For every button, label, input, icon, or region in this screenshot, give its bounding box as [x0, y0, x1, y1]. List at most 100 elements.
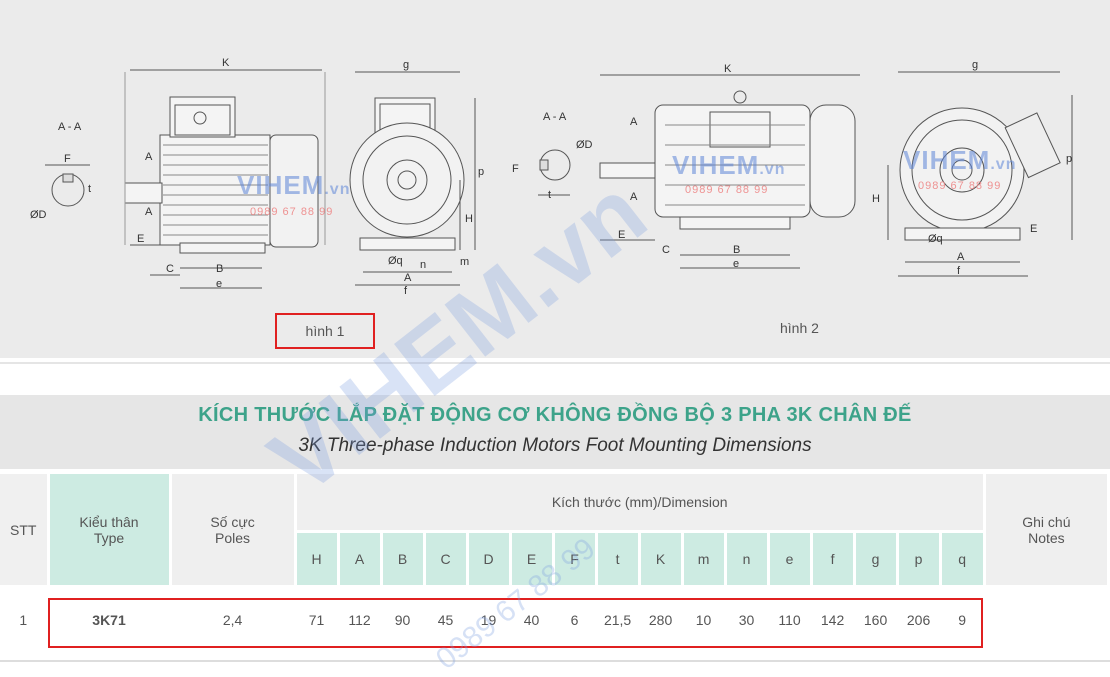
fig1-side-view [124, 69, 326, 289]
svg-text:E: E [1030, 223, 1037, 235]
dim-col-header: p [897, 530, 942, 585]
svg-text:n: n [420, 259, 426, 271]
dim-col-header: K [639, 530, 684, 585]
svg-text:E: E [137, 233, 144, 245]
svg-text:K: K [222, 57, 230, 69]
dim-col-header: e [768, 530, 813, 585]
svg-text:Øq: Øq [928, 233, 943, 245]
header-poles: Số cực Poles [170, 474, 297, 585]
svg-text:p: p [1066, 153, 1072, 165]
row-value: 206 [897, 585, 942, 655]
dim-col-header: g [854, 530, 899, 585]
row-value: 142 [811, 585, 856, 655]
row-value: 71 [295, 585, 340, 655]
fig2-end-view [887, 71, 1073, 277]
dim-col-header: A [338, 530, 383, 585]
row-value: 21,5 [596, 585, 641, 655]
svg-text:p: p [478, 166, 484, 178]
row-value: 40 [510, 585, 555, 655]
row-value: 45 [424, 585, 469, 655]
svg-text:H: H [465, 213, 473, 225]
row-value: 90 [381, 585, 426, 655]
watermark-logo: VIHEM.vn [672, 150, 786, 180]
section-label-2: A - A [543, 111, 567, 123]
row-value: 19 [467, 585, 512, 655]
svg-text:A: A [145, 206, 153, 218]
svg-text:m: m [460, 256, 469, 268]
header-type-vn: Kiểu thân [79, 513, 139, 530]
row-highlight [48, 598, 983, 648]
svg-text:A: A [404, 272, 412, 284]
svg-text:H: H [872, 193, 880, 205]
divider [0, 362, 1110, 364]
watermark-logo: VIHEM.vn [903, 145, 1017, 175]
row-value: 160 [854, 585, 899, 655]
title-band: KÍCH THƯỚC LẮP ĐẶT ĐỘNG CƠ KHÔNG ĐỒNG BỘ… [0, 395, 1110, 469]
dim-col-header: t [596, 530, 641, 585]
fig1-section [45, 164, 90, 207]
row-value: 10 [682, 585, 727, 655]
svg-text:t: t [88, 183, 91, 195]
row-value: 30 [725, 585, 770, 655]
svg-text:C: C [662, 244, 670, 256]
svg-text:B: B [733, 244, 740, 256]
title-english: 3K Three-phase Induction Motors Foot Mou… [298, 435, 812, 456]
figure-2-label: hình 2 [780, 320, 819, 336]
svg-text:C: C [166, 263, 174, 275]
svg-text:A: A [630, 191, 638, 203]
dim-col-header: q [940, 530, 986, 585]
header-notes-en: Notes [1028, 529, 1065, 546]
row-stt: 1 [0, 585, 50, 655]
table-row: 1 3K71 2,4 71 112 90 45 19 40 6 21,5 280… [0, 585, 1110, 655]
svg-text:A: A [630, 116, 638, 128]
header-poles-vn: Số cực [210, 513, 255, 530]
section-label-1: A - A [58, 121, 82, 133]
dim-col-header: F [553, 530, 598, 585]
svg-text:Øq: Øq [388, 255, 403, 267]
dim-col-header: H [295, 530, 340, 585]
svg-text:ØD: ØD [576, 139, 593, 151]
svg-text:g: g [403, 59, 409, 71]
row-value: 9 [940, 585, 986, 655]
watermark-phone: 0989 67 88 99 [250, 206, 334, 218]
dim-col-header: E [510, 530, 555, 585]
svg-text:f: f [404, 285, 408, 297]
divider [0, 660, 1110, 662]
svg-text:E: E [618, 229, 625, 241]
svg-text:A: A [145, 151, 153, 163]
header-notes-vn: Ghi chú [1022, 513, 1071, 530]
dimension-table: STT Kiểu thân Type Số cực Poles Kích thư… [0, 474, 1110, 655]
header-poles-en: Poles [215, 529, 251, 546]
dim-col-header: m [682, 530, 727, 585]
row-type: 3K71 [48, 585, 172, 655]
svg-text:F: F [512, 163, 519, 175]
svg-text:g: g [972, 59, 978, 71]
watermark-phone: 0989 67 88 99 [918, 180, 1002, 192]
fig2-side-view [599, 74, 860, 269]
header-type: Kiểu thân Type [48, 474, 172, 585]
dim-col-header: n [725, 530, 770, 585]
header-type-en: Type [93, 529, 125, 546]
watermark-logo: VIHEM.vn [237, 170, 351, 200]
row-value: 6 [553, 585, 598, 655]
svg-text:f: f [957, 265, 961, 277]
motor-drawings: A - A A - A Kg AA EC Be pH mØq nA f Ft Ø… [30, 57, 1073, 297]
header-notes: Ghi chú Notes [984, 474, 1110, 585]
watermark-phone: 0989 67 88 99 [685, 184, 769, 196]
dim-col-header: C [424, 530, 469, 585]
title-vietnamese: KÍCH THƯỚC LẮP ĐẶT ĐỘNG CƠ KHÔNG ĐỒNG BỘ… [198, 404, 912, 426]
svg-text:e: e [733, 258, 739, 270]
header-stt: STT [0, 474, 50, 585]
svg-text:A: A [957, 251, 965, 263]
svg-text:ØD: ØD [30, 209, 47, 221]
svg-text:B: B [216, 263, 223, 275]
dim-col-header: f [811, 530, 856, 585]
fig2-section [538, 149, 571, 196]
svg-text:F: F [64, 153, 71, 165]
svg-text:e: e [216, 278, 222, 290]
fig1-end-view [349, 71, 476, 286]
svg-text:K: K [724, 63, 732, 75]
row-value: 112 [338, 585, 383, 655]
svg-text:t: t [548, 189, 551, 201]
